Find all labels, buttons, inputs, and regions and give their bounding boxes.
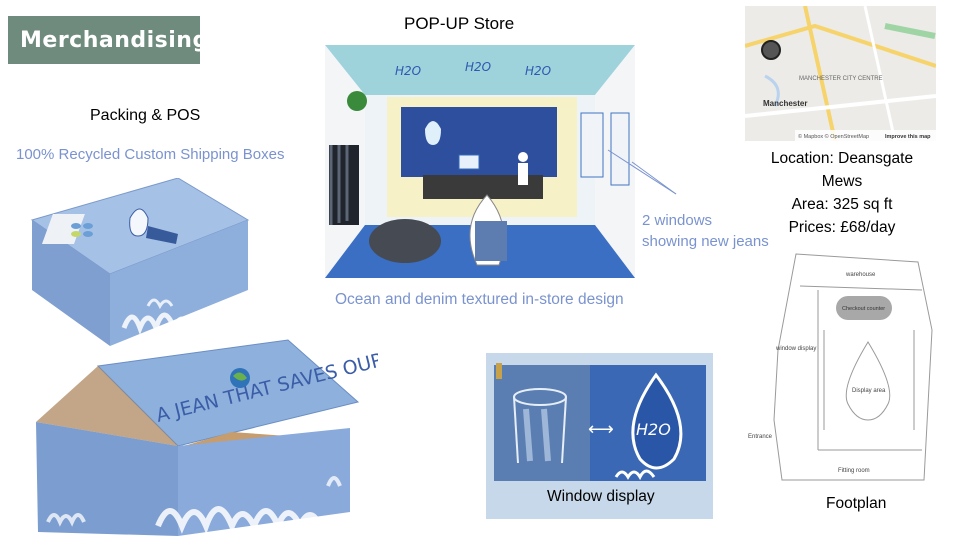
price-line: Prices: £68/day [788, 219, 896, 236]
windows-note-line2: showing new jeans [642, 233, 769, 250]
arrow-icon: ⟷ [588, 419, 614, 440]
map-centre-label: MANCHESTER CITY CENTRE [799, 76, 883, 82]
footplan-checkout-label: Checkout counter [842, 306, 885, 312]
location-map[interactable]: Manchester MANCHESTER CITY CENTRE © Mapb… [745, 6, 936, 141]
windows-note-line1: 2 windows [642, 212, 713, 229]
closed-shipping-box-image [28, 178, 250, 346]
map-improve-link[interactable]: Improve this map [885, 134, 931, 140]
footplan-entrance-label: Entrance [748, 434, 773, 440]
svg-text:H2O: H2O [525, 64, 551, 78]
section-title-badge: Merchandising [8, 16, 208, 64]
footplan-warehouse-label: warehouse [845, 272, 876, 278]
footplan-fitting-room-label: Fitting room [838, 468, 870, 474]
location-line1: Location: Deansgate [770, 150, 914, 167]
svg-text:H2O: H2O [636, 420, 671, 439]
popup-store-heading: POP-UP Store [404, 14, 515, 33]
windows-note: 2 windows showing new jeans [642, 210, 792, 252]
footplan-caption: Footplan [826, 495, 887, 512]
footplan-display-area-label: Display area [852, 388, 886, 394]
popup-store-render: H2O H2O H2O [325, 45, 635, 278]
area-line: Area: 325 sq ft [791, 196, 893, 213]
section-title: Merchandising [20, 27, 209, 53]
location-line2: Mews [821, 173, 863, 190]
open-shipping-box-image: A JEAN THAT SAVES OUR [28, 336, 378, 536]
footplan-diagram: warehouse Checkout counter window displa… [746, 250, 938, 490]
svg-text:H2O: H2O [395, 64, 421, 78]
window-display-caption: Window display [547, 488, 655, 505]
footplan-window-label: window display [775, 346, 816, 352]
window-display-image: ⟷ H2O [486, 353, 713, 519]
map-attribution[interactable]: © Mapbox © OpenStreetMap [798, 133, 869, 140]
recycled-boxes-caption: 100% Recycled Custom Shipping Boxes [16, 146, 285, 163]
store-design-caption: Ocean and denim textured in-store design [335, 291, 624, 308]
location-pin-icon[interactable] [761, 40, 781, 60]
packing-heading: Packing & POS [90, 107, 201, 124]
map-city-label: Manchester [763, 99, 807, 108]
location-info: Location: Deansgate Mews Area: 325 sq ft… [756, 147, 928, 239]
svg-text:H2O: H2O [465, 60, 491, 74]
